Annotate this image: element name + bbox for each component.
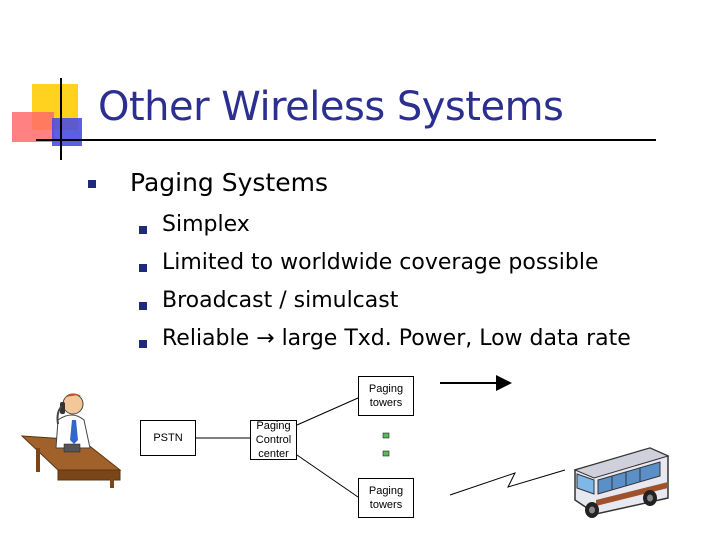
bus-icon — [573, 447, 670, 518]
tower-bottom-label-line2: towers — [369, 499, 403, 511]
decor-vertical-line — [60, 78, 62, 160]
decor-blue-square — [52, 118, 82, 146]
bullet-marker — [88, 180, 96, 188]
pstn-box: PSTN — [140, 420, 196, 456]
bullet-marker — [139, 340, 147, 348]
bullet-paging-systems: Paging Systems — [130, 168, 328, 197]
control-center-label-line1: Paging — [256, 420, 291, 432]
sub-bullet-simplex: Simplex — [162, 212, 250, 237]
slide-title: Other Wireless Systems — [98, 84, 564, 130]
bullet-marker — [139, 264, 147, 272]
control-tower-top-link — [296, 397, 359, 426]
sub-bullet-coverage: Limited to worldwide coverage possible — [162, 250, 599, 275]
control-center-label-line2: Control — [255, 434, 292, 446]
paging-tower-bottom-box: Paging towers — [358, 478, 414, 518]
decor-red-square — [12, 112, 54, 142]
paging-control-center-box: Paging Control center — [250, 420, 297, 460]
sub-bullet-broadcast: Broadcast / simulcast — [162, 288, 399, 313]
sub-bullet-reliable: Reliable → large Txd. Power, Low data ra… — [162, 326, 631, 351]
bullet-marker — [139, 302, 147, 310]
title-underline — [36, 139, 656, 141]
tower-top-label-line2: towers — [369, 397, 403, 409]
tower-top-label-line1: Paging — [368, 383, 404, 395]
ellipsis-dots-icon — [382, 432, 390, 457]
control-center-label-line3: center — [258, 448, 289, 460]
tower-bottom-label-line1: Paging — [368, 485, 404, 497]
radio-signal-icon — [449, 469, 566, 496]
bullet-marker — [139, 226, 147, 234]
person-on-phone-icon — [20, 393, 122, 488]
pstn-label: PSTN — [153, 432, 183, 444]
paging-tower-top-box: Paging towers — [358, 376, 414, 416]
control-tower-bottom-link — [296, 454, 359, 498]
